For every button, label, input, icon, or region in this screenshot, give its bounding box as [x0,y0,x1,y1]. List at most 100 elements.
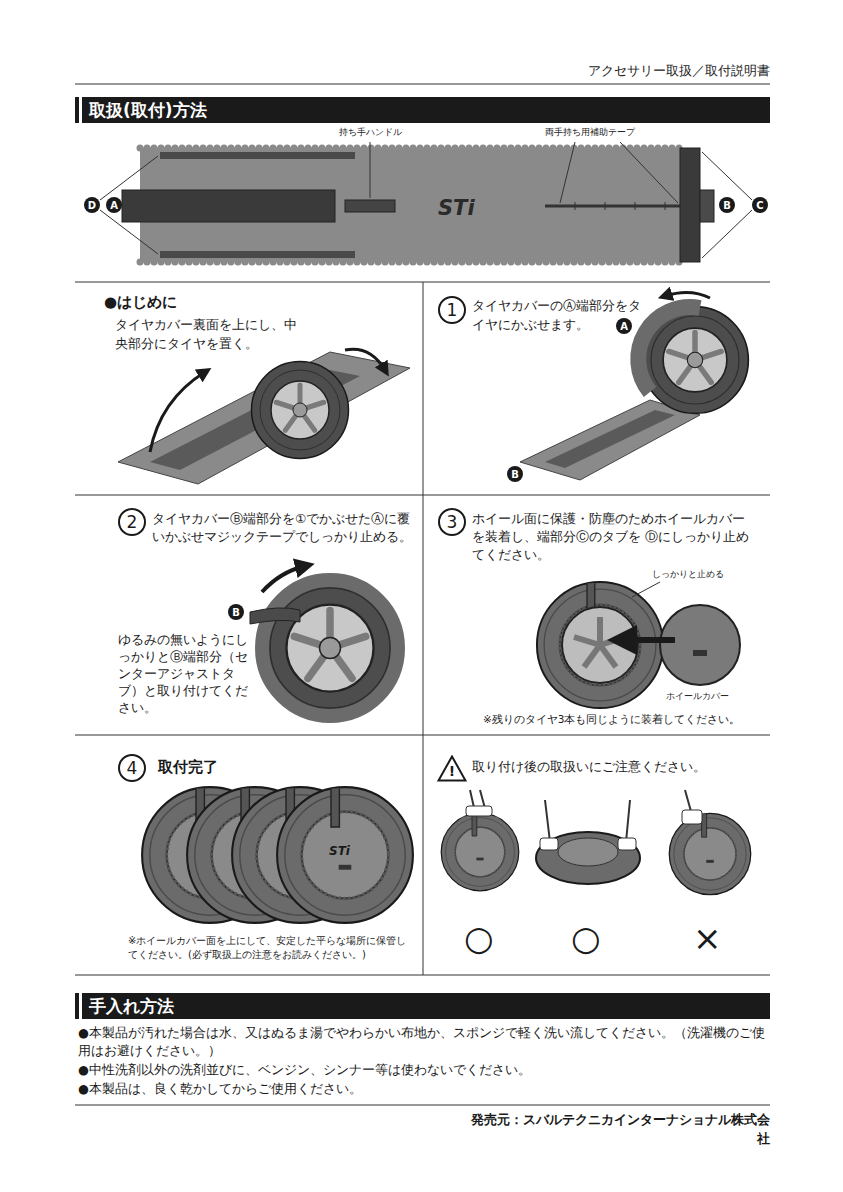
section-band: 手入れ方法 [75,993,770,1019]
cover-layout-part-part [560,142,575,203]
callout-letter-text: B [511,469,519,480]
step1-illustration-part [545,410,675,468]
note-text: しっかりと止める [652,568,724,581]
step-number: 3 [438,508,466,536]
step-number-text: 2 [127,512,138,532]
step1-illustration-part [520,400,700,480]
note-text: ※ホイールカバー面を上にして、安定した平らな場所に保管してください。(必ず取扱上… [128,934,413,962]
note-text: 取付完了 [158,757,218,779]
cover-layout-part-part [702,210,752,258]
callout-letter-text: B [723,200,731,211]
handling-illustration-part [441,813,519,891]
callout-letter: B [719,197,735,213]
handling-illustration [441,790,751,895]
callout-letter-text: A [620,321,628,332]
start-illustration-part [345,349,385,370]
warning-triangle: ! [437,755,467,782]
callout-letter-text: B [232,607,240,618]
step3-illustration-part [660,605,740,685]
cover-layout-part [122,190,335,222]
step-number: 2 [118,508,146,536]
note-text: タイヤカバー裏面を上にし、中央部分にタイヤを置く。 [115,316,297,354]
start-illustration [118,349,410,484]
cover-layout-part [140,145,680,152]
step-number-text: 1 [447,300,458,320]
note-text: ホイールカバー [666,690,729,703]
note-text: ●はじめに [104,292,177,314]
note-text: アクセサリー取扱／取付説明書 [520,62,770,81]
cover-layout-part [545,205,680,208]
cover-layout-part-part [665,202,666,210]
step2-illustration-part [262,566,305,592]
cover-layout-part [345,200,395,212]
step3-illustration-part [574,617,626,667]
start-illustration-part [150,372,205,452]
note-text: 発売元：スバルテクニカインターナショナル株式会社 [470,1111,770,1149]
step2-illustration-part [262,580,398,716]
step3-illustration-part-part [600,645,616,667]
rules-part [75,84,770,85]
cover-layout [100,142,752,262]
cover-layout-part-part [620,142,678,203]
cover-layout-part [700,190,714,222]
note-text: 両手持ち用補助テープ [520,126,660,139]
section-band-text: 手入れ方法 [89,996,174,1016]
step-number: 1 [438,296,466,324]
callout-letter: C [752,197,768,213]
cover-layout-part-part [605,202,606,210]
section-band: 取扱(取付)方法 [75,97,770,123]
step4-illustration [142,787,413,923]
cover-layout-part-part [100,156,158,200]
note-text: ○ [464,920,494,957]
note-text: ※残りのタイヤ3本も同じように装着してください。 [483,712,740,727]
step1-illustration-part [638,307,700,392]
warning-outline-shape [439,756,466,780]
callout-letter: B [228,604,244,620]
callout-letter-text: C [756,200,763,211]
start-illustration-part [252,362,349,459]
step-number: 4 [118,754,146,782]
cover-layout-part [100,142,752,258]
step4-illustration-part [277,787,413,923]
step2-illustration [250,566,403,721]
note-text: ゆるみの無いようにしっかりとⒷ端部分（センターアジャストタブ）と取り付けてくださ… [118,632,250,716]
cover-layout-part-part [635,202,636,210]
cover-layout-part-part [100,210,158,254]
note-text: ○ [571,920,601,957]
start-illustration-part [118,352,410,484]
section-band-text: 取扱(取付)方法 [89,100,207,120]
step3-illustration-part-part [597,617,603,645]
handling-illustration-part [466,806,492,816]
cover-layout-part [160,251,355,258]
step2-illustration-part [257,575,403,721]
step3-illustration-part-part [584,645,600,667]
note-text: タイヤカバーⒷ端部分を①でかぶせたⒶに覆いかぶせマジックテープでしっかり止める。 [152,510,420,546]
note-text: 取り付け後の取扱いにご注意ください。 [472,758,706,777]
cover-layout-part-part [575,202,576,210]
callout-letter: A [106,197,122,213]
step3-illustration-part [693,650,707,656]
callout-letter: B [507,466,523,482]
cover-layout-part [575,202,665,210]
rules-part [75,1105,770,1106]
note-text: ホイール面に保護・防塵のためホイールカバーを装着し、端部分Ⓒのタブを Ⓓにしっか… [472,510,752,564]
handling-illustration-part [558,838,618,866]
note-text: STi [438,193,475,223]
step3-illustration-part [622,637,675,643]
cover-layout-part [160,152,355,159]
cover-layout-part-part [702,152,752,200]
note-text: タイヤカバーのⒶ端部分をタイヤにかぶせます。 [472,297,644,335]
note-text: ●本製品は、良く乾かしてからご使用ください。 [78,1080,770,1098]
note-text: 持ち手ハンドル [315,126,425,139]
cover-layout-part [680,148,700,262]
callout-letter-text: A [110,200,118,211]
note-text: STi [327,843,352,860]
step-number-text: 3 [447,512,458,532]
callout-letter-text: D [88,200,96,211]
note-text: ●中性洗剤以外の洗剤並びに、ベンジン、シンナー等は使わないでください。 [78,1061,770,1079]
warning-triangle-text: ! [449,763,455,779]
rules [75,84,770,1105]
note-text: × [693,920,722,957]
callout-letter: D [84,197,100,213]
step-number-text: 4 [127,758,138,778]
